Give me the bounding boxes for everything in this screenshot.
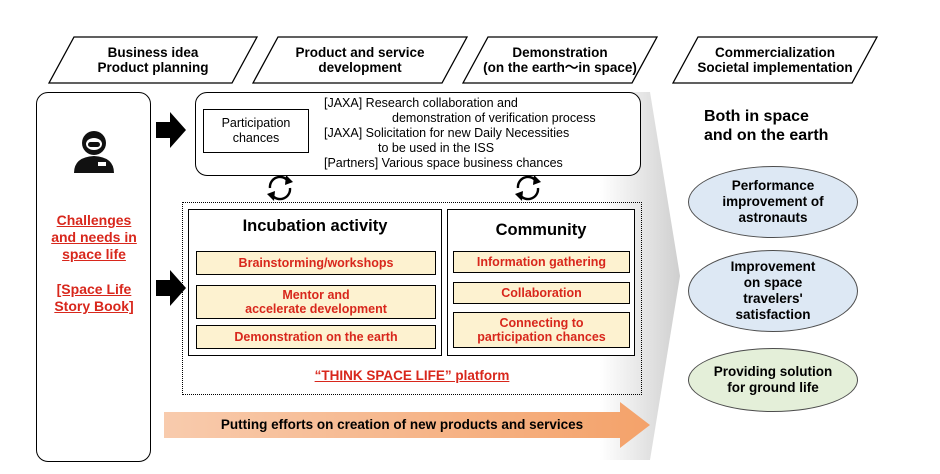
activity-collaboration: Collaboration [453,282,630,304]
participation-item: [JAXA] Research collaboration and [324,96,518,110]
stage-line-1: Product and service [295,45,425,60]
stage-demonstration: Demonstration (on the earth～in space) [462,36,658,84]
stage-business-idea: Business idea Product planning [48,36,258,84]
stage-line-2: (on the earth～in space) [483,60,637,75]
activity-label: Connecting to [499,316,584,330]
outcome-line: improvement of [722,194,824,209]
bottom-arrow-icon [164,402,650,448]
outcome-line: astronauts [738,210,808,225]
stage-line-2: Product planning [97,60,209,75]
outcome-astronauts: Performance improvement of astronauts [688,166,858,238]
participation-label: Participation chances [203,109,309,153]
challenges-text: Challenges and needs in space life [40,212,148,263]
right-arrow-icon [156,270,186,306]
stage-line-1: Business idea [107,45,199,60]
participation-item: to be used in the ISS [378,141,495,155]
outcomes-title-line: and on the earth [704,127,829,144]
participation-item: demonstration of verification process [392,111,596,125]
outcome-line: for ground life [727,380,819,395]
outcome-space-travelers: Improvement on space travelers' satisfac… [688,250,858,332]
activity-label: Collaboration [501,286,582,300]
outcomes-title-line: Both in space [704,108,809,125]
activity-label: Information gathering [476,255,607,269]
think-space-life-platform [182,202,642,395]
activity-mentor: Mentor and accelerate development [196,285,436,319]
activity-connecting: Connecting to participation chances [453,312,630,348]
outcome-line: on space [743,275,803,290]
story-book-text: [Space Life Story Book] [40,281,148,315]
activity-label: accelerate development [245,302,387,316]
outcome-line: satisfaction [735,307,811,322]
activity-label: Demonstration on the earth [234,330,398,344]
incubation-title: Incubation activity [242,217,388,235]
stage-line-2: Societal implementation [697,60,853,75]
bottom-arrow-label: Putting efforts on creation of new produ… [220,416,584,432]
outcome-line: Performance [731,178,815,193]
stage-line-1: Demonstration [512,45,608,60]
challenge-line: space life [62,246,126,262]
stage-commercialization: Commercialization Societal implementatio… [672,36,878,84]
outcome-line: Improvement [730,259,816,274]
outcome-line: travelers' [743,291,803,306]
challenge-line: and needs in [51,229,137,245]
cycle-arrows-icon [515,175,541,201]
outcome-line: Providing solution [713,364,833,379]
activity-information: Information gathering [453,251,630,273]
activity-demonstration: Demonstration on the earth [196,325,436,349]
astronaut-icon [74,131,114,173]
cycle-arrows-icon [267,175,293,201]
stage-line-2: development [318,60,402,75]
activity-label: Mentor and [282,288,350,302]
outcome-ground-life: Providing solution for ground life [688,348,858,412]
activity-label: Brainstorming/workshops [238,256,394,270]
platform-label: “THINK SPACE LIFE” platform [314,368,510,383]
stage-product-development: Product and service development [252,36,468,84]
story-book-line: Story Book] [54,298,134,314]
participation-label-line: Participation [221,116,291,130]
participation-label-line: chances [232,131,280,145]
challenge-line: Challenges [56,212,132,228]
activity-label: participation chances [477,330,606,344]
activity-brainstorming: Brainstorming/workshops [196,251,436,275]
story-book-line: [Space Life [56,281,132,297]
community-title: Community [495,221,587,239]
participation-item: [JAXA] Solicitation for new Daily Necess… [324,126,570,140]
stage-line-1: Commercialization [714,45,836,60]
participation-item: [Partners] Various space business chance… [324,156,563,170]
outcomes-title: Both in space and on the earth [704,107,864,145]
right-arrow-icon [156,112,186,148]
